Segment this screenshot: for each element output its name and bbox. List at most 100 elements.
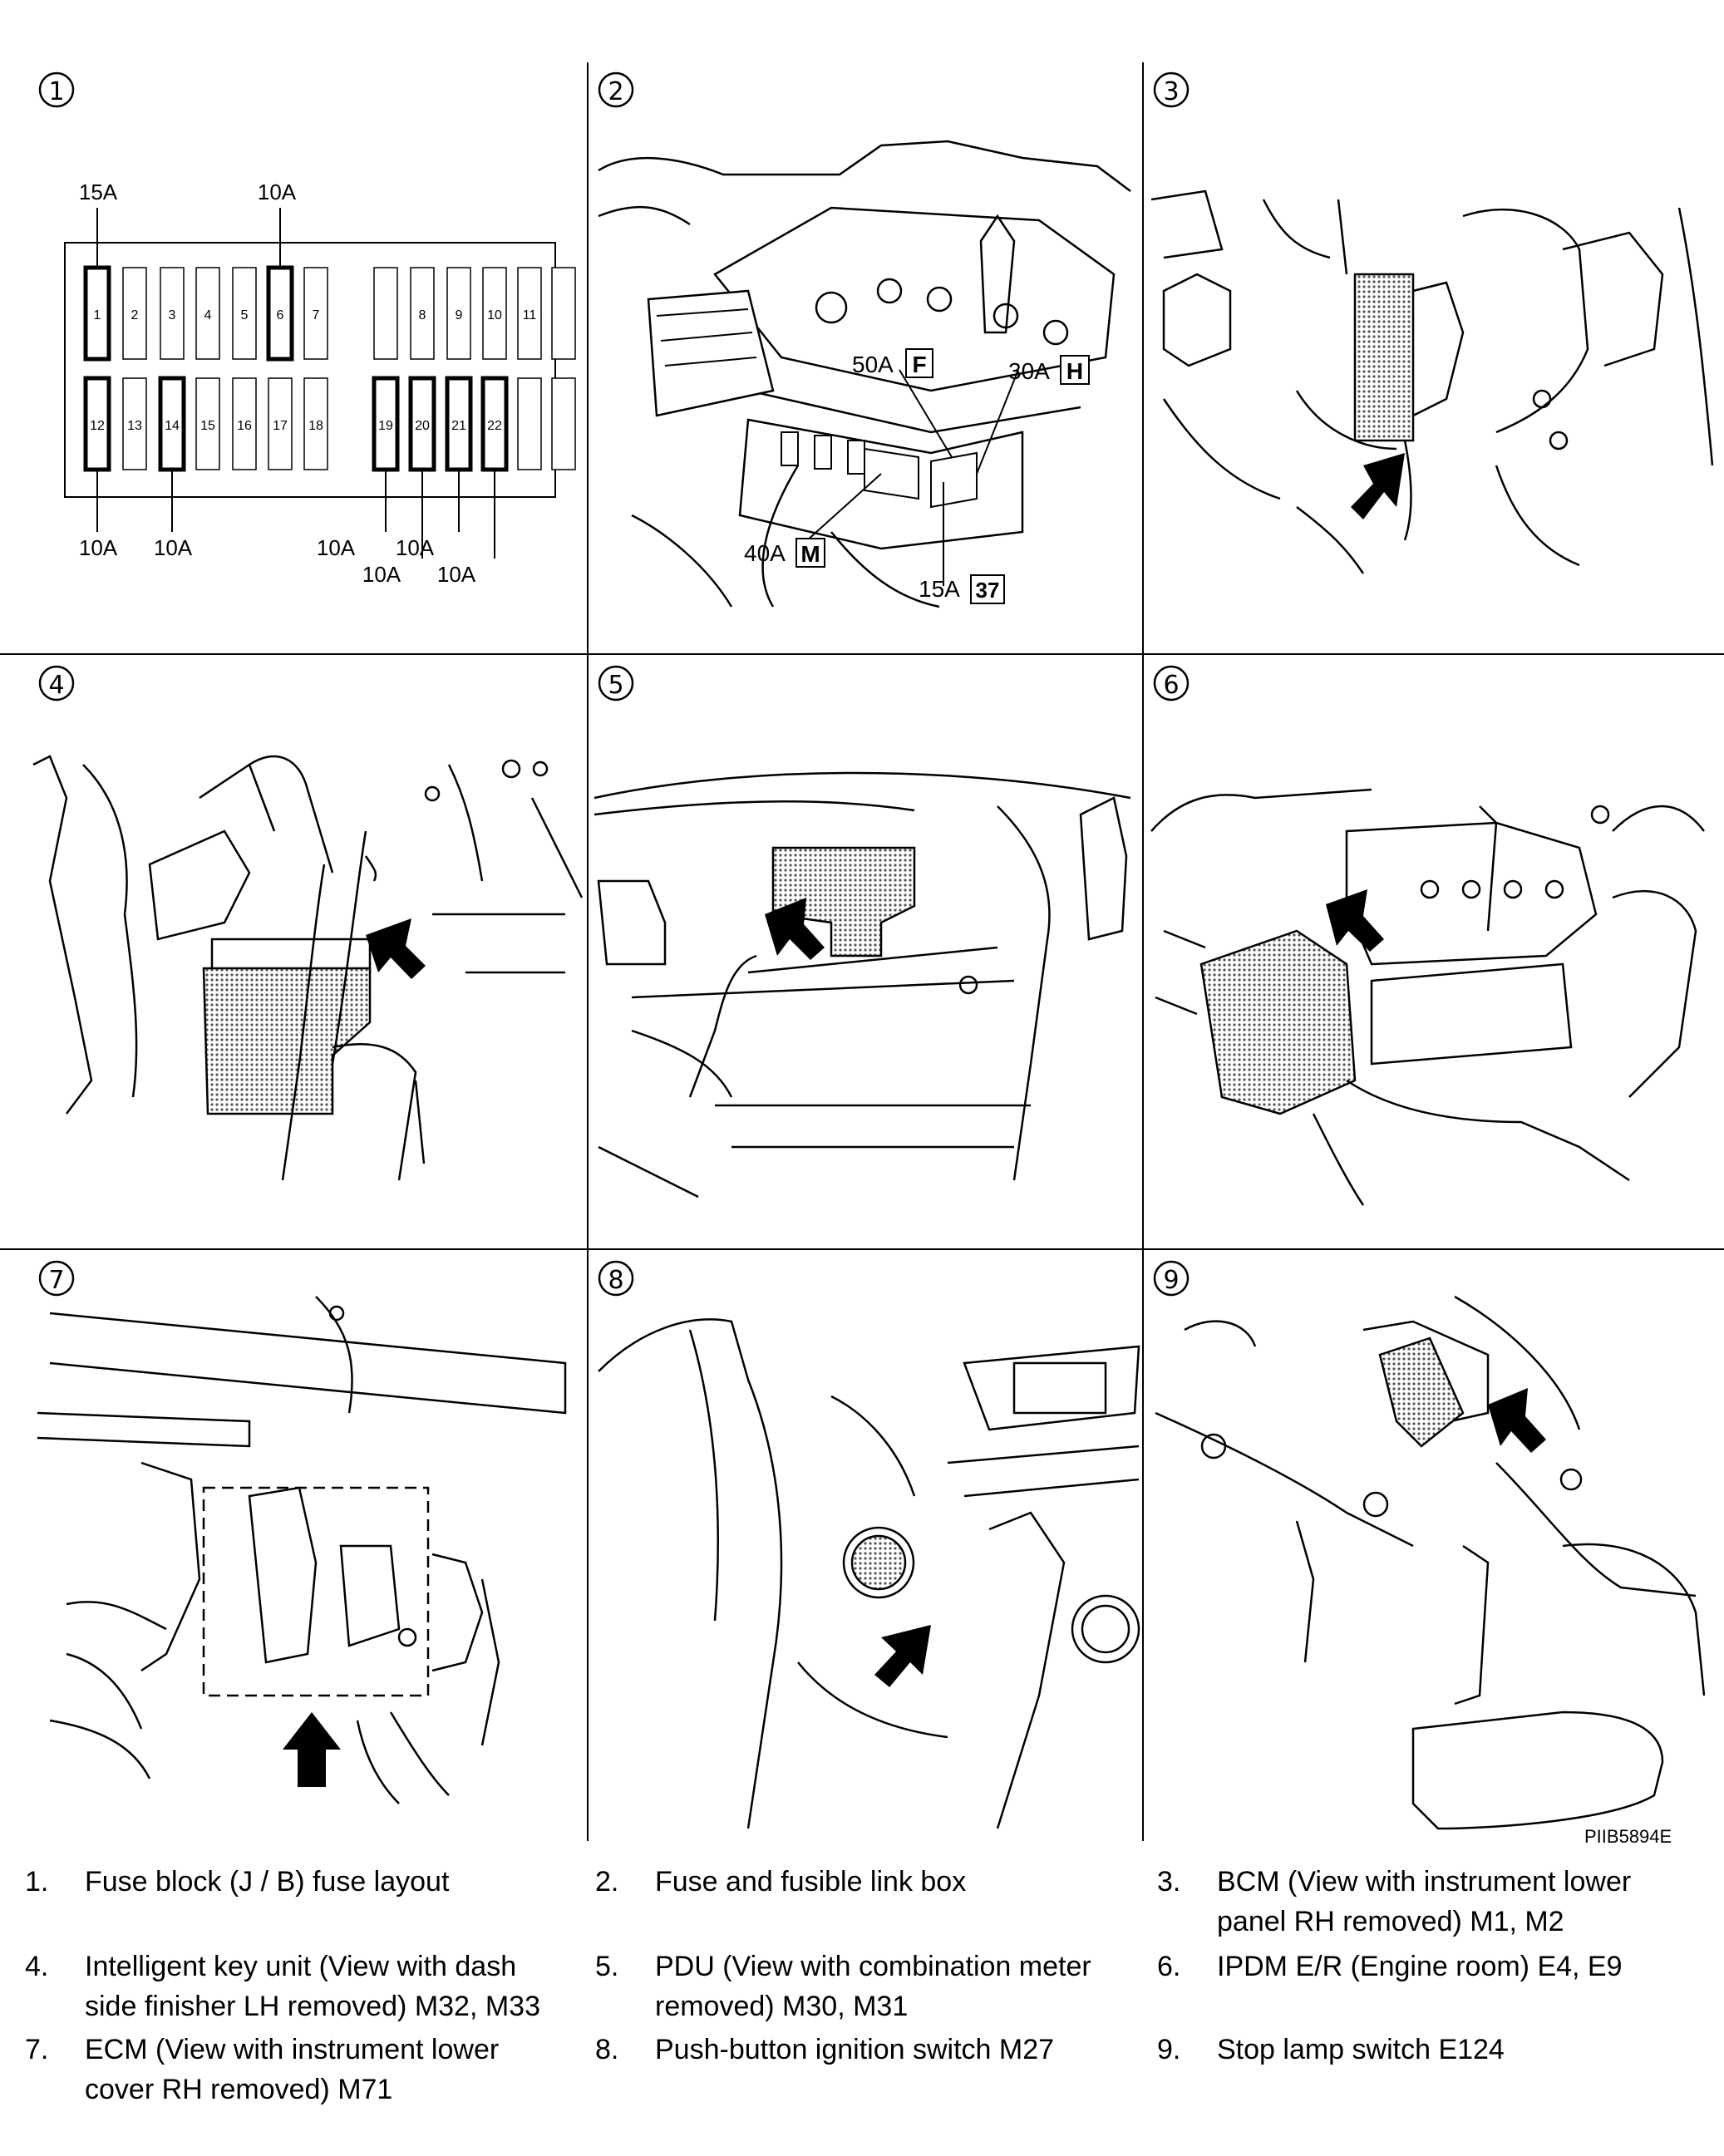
fuse-slot-number: 20 bbox=[415, 419, 430, 433]
fuse-slot-upper-8 bbox=[410, 267, 435, 360]
fuse-slot-lower-9 bbox=[445, 376, 473, 472]
caption-number: 7. bbox=[25, 2034, 49, 2065]
fuse-slot-number: 8 bbox=[419, 308, 426, 322]
svg-text:5: 5 bbox=[608, 671, 623, 700]
fuse-slot-number: 17 bbox=[273, 419, 288, 433]
fuse-slot-number: 19 bbox=[378, 419, 393, 433]
fuse-slot-lower-12 bbox=[551, 377, 576, 470]
arrow-ipdm bbox=[1326, 889, 1384, 952]
caption-text: Push-button ignition switch M27 bbox=[655, 2034, 1055, 2065]
fuse-slot-lower-1 bbox=[122, 377, 147, 470]
callout-50a: 50A bbox=[852, 352, 894, 377]
svg-text:6: 6 bbox=[1163, 671, 1179, 700]
fuse-slot-upper-12 bbox=[551, 267, 576, 360]
bcm-illustration bbox=[1150, 190, 1714, 574]
caption-text: Intelligent key unit (View with dash sid… bbox=[85, 1951, 541, 2022]
fuse-slot-lower-8 bbox=[408, 376, 436, 472]
caption-number: 8. bbox=[595, 2034, 619, 2065]
svg-text:1: 1 bbox=[48, 77, 64, 106]
fuse-slot-number: 5 bbox=[241, 308, 249, 322]
figure-code: PIIB5894E bbox=[1584, 1826, 1672, 1847]
arrow-key-unit bbox=[366, 918, 426, 979]
fuse-slot-upper-7 bbox=[373, 267, 398, 360]
fuse-slot-number: 14 bbox=[165, 419, 180, 433]
arrow-pdu bbox=[765, 898, 825, 960]
fuse-link-box-illustration bbox=[598, 140, 1131, 608]
fuse-box-callouts: 50A F 30A H 40A M 15A 37 bbox=[744, 348, 1090, 604]
panel-number-6: 6 bbox=[1153, 665, 1190, 701]
arrow-stop-lamp-switch bbox=[1488, 1388, 1546, 1453]
fuse-slot-lower-6 bbox=[303, 377, 328, 470]
panel-grid bbox=[0, 62, 1724, 1841]
panel-number-2: 2 bbox=[598, 71, 634, 108]
fuse-label-bottom-22: 10A bbox=[437, 562, 476, 587]
svg-text:3: 3 bbox=[1163, 77, 1179, 106]
fuse-leader-lines bbox=[96, 208, 495, 559]
caption-text: PDU (View with combination meter removed… bbox=[655, 1951, 1091, 2022]
caption-text: IPDM E/R (Engine room) E4, E9 bbox=[1217, 1951, 1623, 1982]
arrow-ecm bbox=[283, 1712, 341, 1787]
fuse-slot-number: 6 bbox=[277, 308, 284, 322]
panel-numbers: 1 2 3 4 5 6 7 8 9 bbox=[38, 71, 1190, 1297]
fuse-slot-lower-11 bbox=[517, 377, 542, 470]
fuse-slot-upper-2 bbox=[160, 267, 185, 360]
fuse-slot-lower-4 bbox=[232, 377, 257, 470]
fuse-slot-number: 7 bbox=[313, 308, 320, 322]
arrow-bcm bbox=[1351, 453, 1405, 519]
callout-f: F bbox=[912, 352, 926, 377]
callout-m: M bbox=[800, 541, 820, 567]
arrow-ignition-switch bbox=[874, 1625, 931, 1687]
panel-number-4: 4 bbox=[38, 665, 75, 701]
fuse-label-bottom-12: 10A bbox=[79, 535, 118, 560]
caption-number: 5. bbox=[595, 1951, 619, 1982]
fuse-label-bottom-20: 10A bbox=[362, 562, 401, 587]
panel-number-8: 8 bbox=[598, 1260, 634, 1297]
fuse-slot-upper-10 bbox=[482, 267, 507, 360]
intelligent-key-unit-illustration bbox=[32, 755, 584, 1181]
caption-number: 2. bbox=[595, 1866, 619, 1898]
fuse-slot-lower-7 bbox=[372, 376, 400, 472]
fuse-slot-number: 13 bbox=[127, 419, 142, 433]
pdu-illustration bbox=[594, 771, 1131, 1199]
fuse-slot-lower-3 bbox=[195, 377, 220, 470]
ecm-illustration bbox=[37, 1296, 567, 1804]
fuse-slot-number: 4 bbox=[204, 308, 212, 322]
caption-text: Fuse and fusible link box bbox=[655, 1866, 967, 1898]
callout-37: 37 bbox=[976, 578, 1000, 603]
fuse-slot-lower-2 bbox=[158, 376, 186, 472]
panel-number-9: 9 bbox=[1153, 1260, 1190, 1297]
fuse-slot-upper-5 bbox=[266, 265, 294, 362]
fuse-slot-number: 16 bbox=[237, 419, 252, 433]
fuse-slot-upper-3 bbox=[195, 267, 220, 360]
fuse-slot-number: 21 bbox=[451, 419, 466, 433]
fuse-slot-number: 9 bbox=[456, 308, 463, 322]
fuse-slot-upper-9 bbox=[446, 267, 471, 360]
ipdm-illustration bbox=[1150, 788, 1705, 1206]
ignition-switch-illustration bbox=[598, 1318, 1140, 1829]
fuse-slot-upper-6 bbox=[303, 267, 328, 360]
fuse-label-bottom-21: 10A bbox=[396, 535, 435, 560]
caption-text: Stop lamp switch E124 bbox=[1217, 2034, 1505, 2065]
caption-number: 1. bbox=[25, 1866, 49, 1898]
fuse-slot-number: 10 bbox=[487, 308, 502, 322]
caption-number: 4. bbox=[25, 1951, 49, 1982]
panel-number-3: 3 bbox=[1153, 71, 1190, 108]
caption-number: 6. bbox=[1157, 1951, 1181, 1982]
fuse-label-top-6: 10A bbox=[258, 180, 297, 204]
panel-number-5: 5 bbox=[598, 665, 634, 701]
callout-h: H bbox=[1066, 358, 1083, 384]
svg-text:9: 9 bbox=[1163, 1266, 1179, 1295]
fuse-slot-number: 3 bbox=[169, 308, 176, 322]
fuse-slot-number: 2 bbox=[131, 308, 139, 322]
fuse-slot-number: 18 bbox=[308, 419, 323, 433]
fuse-slot-upper-4 bbox=[232, 267, 257, 360]
panel-number-7: 7 bbox=[38, 1260, 75, 1297]
svg-text:8: 8 bbox=[608, 1266, 623, 1295]
fuse-label-top-1: 15A bbox=[79, 180, 118, 204]
fuse-slot-lower-5 bbox=[268, 377, 293, 470]
fuse-label-bottom-19: 10A bbox=[317, 535, 356, 560]
fuse-slot-number: 22 bbox=[487, 419, 502, 433]
